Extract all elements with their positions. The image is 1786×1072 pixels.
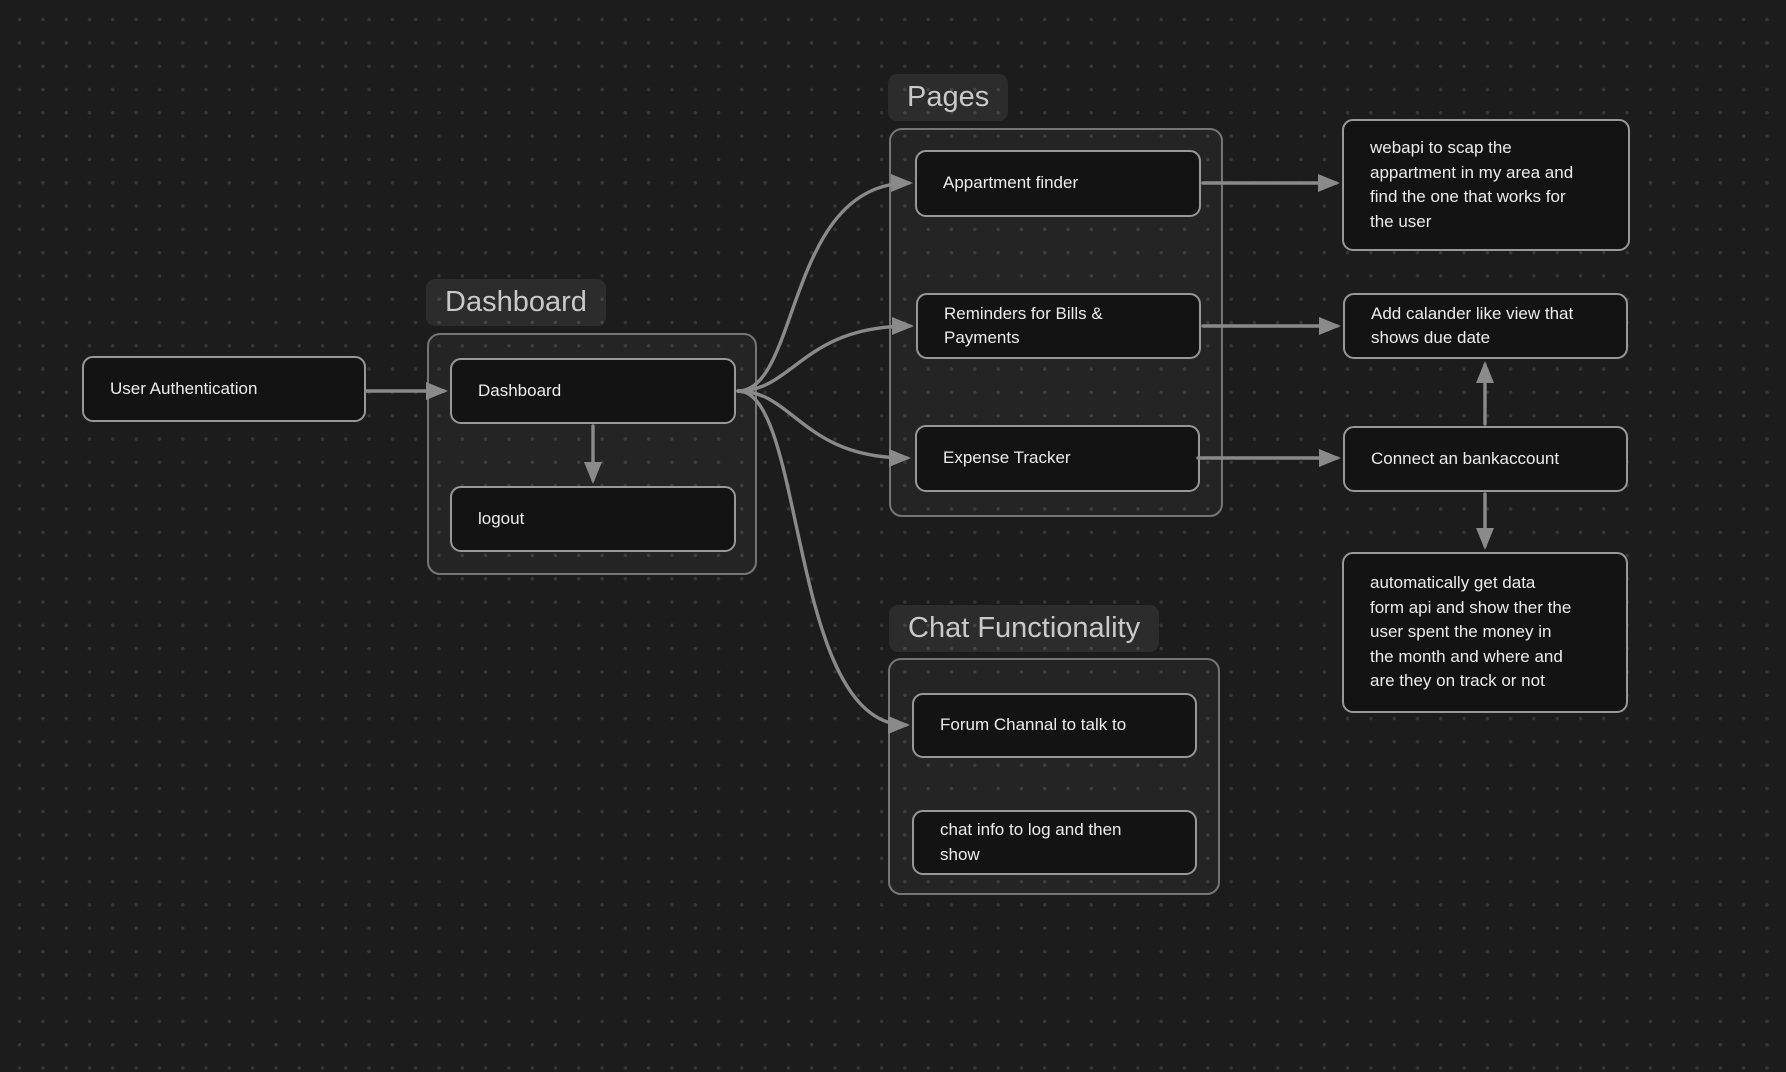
node-appartment-finder[interactable]: Appartment finder bbox=[915, 150, 1201, 217]
node-user-authentication-label: User Authentication bbox=[110, 378, 258, 398]
node-logout[interactable]: logout bbox=[450, 486, 736, 552]
node-calendar-note[interactable]: Add calander like view that shows due da… bbox=[1343, 293, 1628, 359]
node-expense-tracker-label: Expense Tracker bbox=[943, 448, 1071, 468]
node-dashboard[interactable]: Dashboard bbox=[450, 358, 736, 424]
node-chat-log-label: chat info to log and then show bbox=[940, 820, 1122, 864]
node-reminders-bills-payments-label: Reminders for Bills & Payments bbox=[944, 303, 1103, 348]
node-connect-bank-account-label: Connect an bankaccount bbox=[1371, 448, 1560, 468]
group-label-dashboard[interactable]: Dashboard bbox=[426, 279, 606, 326]
group-label-pages[interactable]: Pages bbox=[888, 74, 1009, 121]
node-auto-data-note-label: automatically get data form api and show… bbox=[1370, 573, 1572, 691]
group-chat-functionality[interactable] bbox=[888, 658, 1220, 895]
edge-dashboard-to-forum-channel[interactable] bbox=[736, 389, 910, 734]
group-label-chat-functionality[interactable]: Chat Functionality bbox=[889, 605, 1160, 652]
node-forum-channel-label: Forum Channal to talk to bbox=[940, 715, 1127, 735]
node-auto-data-note[interactable]: automatically get data form api and show… bbox=[1342, 552, 1628, 713]
node-forum-channel[interactable]: Forum Channal to talk to bbox=[912, 693, 1197, 758]
node-calendar-note-label: Add calander like view that shows due da… bbox=[1371, 303, 1574, 348]
node-webapi-note-label: webapi to scap the appartment in my area… bbox=[1370, 138, 1574, 231]
node-chat-log[interactable]: chat info to log and then show bbox=[912, 810, 1197, 875]
node-logout-label: logout bbox=[478, 508, 525, 528]
node-appartment-finder-label: Appartment finder bbox=[943, 173, 1079, 193]
edge-dashboard-to-appartment-finder[interactable] bbox=[736, 174, 913, 393]
node-connect-bank-account[interactable]: Connect an bankaccount bbox=[1343, 426, 1628, 492]
node-user-authentication[interactable]: User Authentication bbox=[82, 356, 366, 422]
edge-dashboard-to-reminders[interactable] bbox=[736, 317, 914, 393]
node-dashboard-label: Dashboard bbox=[478, 380, 562, 400]
edge-dashboard-to-expense-tracker[interactable] bbox=[736, 389, 911, 467]
node-expense-tracker[interactable]: Expense Tracker bbox=[915, 425, 1200, 492]
node-webapi-note[interactable]: webapi to scap the appartment in my area… bbox=[1342, 119, 1630, 251]
node-reminders-bills-payments[interactable]: Reminders for Bills & Payments bbox=[916, 293, 1201, 359]
